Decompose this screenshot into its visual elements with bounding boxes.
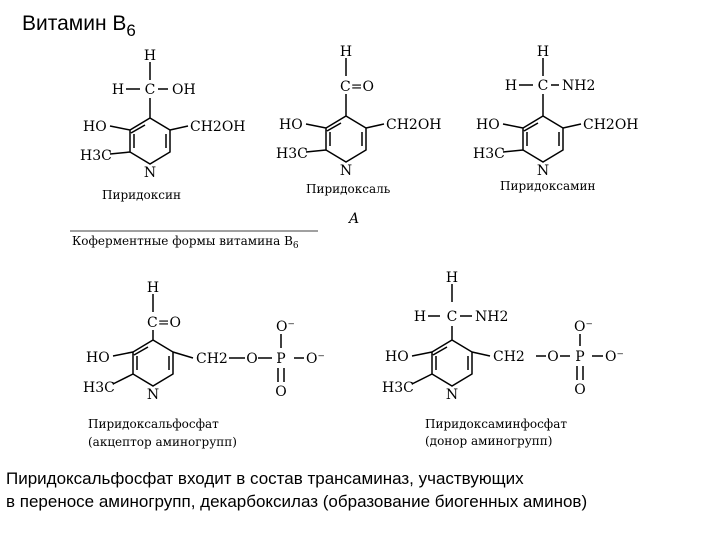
pyridoxamine-ch2oh: CH2OH	[583, 117, 639, 133]
pyridoxamine-h3c: H3C	[473, 146, 505, 162]
pmp-link-o: O	[547, 349, 558, 365]
pmp-n: N	[446, 387, 458, 403]
panel-letter: A	[347, 211, 359, 227]
pyridoxamine-center-c: C	[538, 78, 549, 94]
pyridoxine-top-h: H	[144, 48, 156, 64]
pyridoxal-carbonyl: C=O	[340, 79, 374, 95]
pmp-sublabel: (донор аминогрупп)	[425, 434, 552, 448]
pmp-ch2: CH2	[493, 349, 525, 365]
pyridoxine-center-c: C	[145, 82, 156, 98]
pyridoxine-label: Пиридоксин	[102, 188, 181, 202]
pmp-center-c: C	[447, 309, 458, 325]
plp-top-h: H	[147, 280, 159, 296]
pyridoxine-h3c: H3C	[80, 148, 112, 164]
plp-bottom-o: O	[275, 384, 286, 400]
page-title: Витамин B6	[22, 12, 136, 40]
pmp-top-h: H	[446, 270, 458, 286]
pyridoxamine-label: Пиридоксамин	[500, 179, 595, 193]
description-text: Пиридоксальфосфат входит в состав транса…	[6, 467, 714, 513]
plp-right-o: O⁻	[306, 351, 325, 367]
plp-ch2: CH2	[196, 351, 228, 367]
pmp-bottom-o: O	[574, 382, 585, 398]
pyridoxine-left-h: H	[112, 82, 124, 98]
pyridoxine-ch2oh: CH2OH	[190, 119, 246, 135]
pmp-nh2: NH2	[475, 309, 508, 325]
pmp-ho: HO	[385, 349, 409, 365]
plp-h3c: H3C	[83, 380, 115, 396]
plp-link-o: O	[246, 351, 257, 367]
pyridoxamine-top-h: H	[537, 44, 549, 60]
pmp-right-o: O⁻	[605, 349, 624, 365]
pyridoxamine-n: N	[537, 163, 549, 179]
pyridoxine-oh: OH	[172, 82, 196, 98]
plp-ho: HO	[86, 350, 110, 366]
plp-p: P	[276, 351, 285, 367]
pyridoxine-n: N	[144, 165, 156, 181]
plp-label: Пиридоксальфосфат	[88, 417, 219, 431]
pmp-p: P	[575, 349, 584, 365]
pyridoxamine-nh2: NH2	[562, 78, 595, 94]
pyridoxal-label: Пиридоксаль	[306, 182, 391, 196]
pmp-top-o: O⁻	[574, 319, 593, 335]
vitamin-b6-structures-figure: H H C OH CH2OH HO H3C N Пиридоксин H C=O…	[70, 44, 639, 449]
pmp-h3c: H3C	[382, 380, 414, 396]
pmp-label: Пиридоксаминфосфат	[425, 417, 567, 431]
plp-n: N	[147, 387, 159, 403]
plp-carbonyl: C=O	[147, 315, 181, 331]
description-line-1: Пиридоксальфосфат входит в состав транса…	[6, 469, 524, 488]
pyridoxal-top-h: H	[340, 44, 352, 60]
plp-top-o: O⁻	[276, 319, 295, 335]
pyridoxal-h3c: H3C	[276, 146, 308, 162]
pyridoxamine-left-h: H	[505, 78, 517, 94]
coenzyme-caption: Коферментные формы витамина B6	[72, 234, 299, 251]
pyridoxal-ho: HO	[279, 117, 303, 133]
pyridoxine-ho: HO	[83, 119, 107, 135]
description-line-2: в переносе аминогрупп, декарбоксилаз (об…	[6, 492, 588, 511]
pyridoxamine-ho: HO	[476, 117, 500, 133]
pyridoxal-ch2oh: CH2OH	[386, 117, 442, 133]
pyridoxal-n: N	[340, 163, 352, 179]
pmp-left-h: H	[414, 309, 426, 325]
plp-sublabel: (акцептор аминогрупп)	[88, 435, 237, 449]
